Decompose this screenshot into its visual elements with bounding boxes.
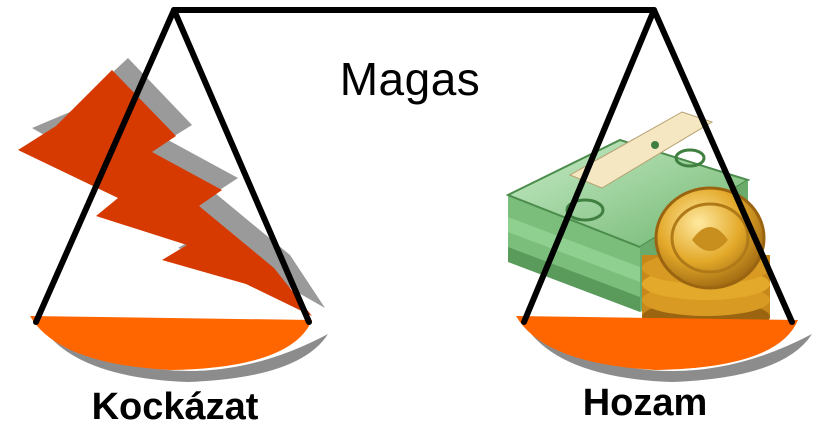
right-pan-label: Hozam — [582, 382, 708, 424]
right-rope-inner — [651, 7, 795, 325]
bolt-body — [18, 70, 312, 316]
money-and-coins-icon — [505, 111, 770, 333]
left-rope-outer — [33, 7, 177, 325]
left-pan — [30, 316, 328, 382]
right-pan-body — [516, 316, 798, 370]
right-pan — [516, 316, 812, 382]
lightning-bolt-icon — [18, 58, 325, 316]
scale-title: Magas — [339, 53, 481, 105]
left-pan-shadow — [44, 330, 328, 382]
right-rope-outer — [521, 7, 657, 325]
scale-frame — [33, 7, 795, 325]
left-pan-label: Kockázat — [91, 386, 259, 428]
left-pan-body — [30, 316, 312, 370]
left-rope-inner — [171, 7, 312, 325]
right-pan-shadow — [528, 330, 812, 382]
coin-stack — [642, 186, 770, 333]
